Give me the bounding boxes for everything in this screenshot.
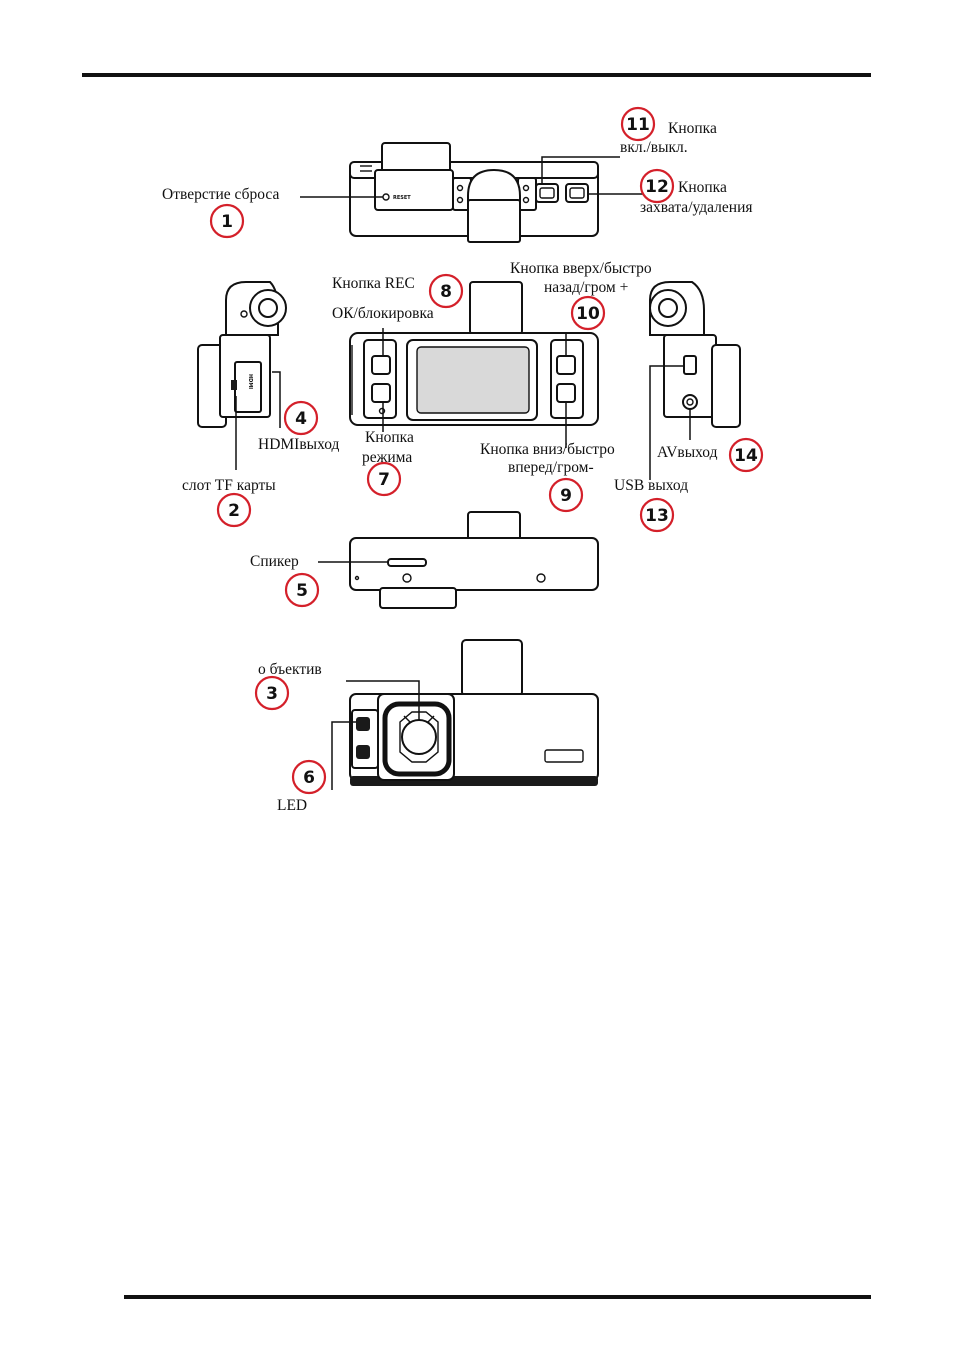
label-down-button-1: Кнопка вниз/быстро (480, 441, 615, 458)
svg-text:8: 8 (440, 282, 452, 302)
label-tf-slot: слот TF карты (182, 477, 276, 494)
svg-text:10: 10 (576, 304, 600, 324)
mode-button[interactable] (372, 384, 390, 402)
svg-text:5: 5 (296, 581, 308, 601)
marker-2: 2 (218, 494, 250, 526)
marker-9: 9 (550, 479, 582, 511)
svg-text:1: 1 (221, 212, 233, 232)
svg-text:11: 11 (626, 115, 650, 135)
marker-11: 11 (622, 108, 654, 140)
down-button[interactable] (557, 384, 575, 402)
label-down-button-2: вперед/гром- (508, 459, 594, 476)
svg-text:3: 3 (266, 684, 278, 704)
svg-text:13: 13 (645, 506, 669, 526)
led-lower-icon (356, 745, 370, 759)
marker-3: 3 (256, 677, 288, 709)
label-power-button-2: вкл./выкл. (620, 139, 688, 156)
marker-12: 12 (641, 170, 673, 202)
marker-14: 14 (730, 439, 762, 471)
label-mode-button-1: Кнопка (365, 429, 414, 446)
hdmi-mark: HDMI (247, 374, 253, 389)
rear-view (350, 640, 598, 786)
svg-text:2: 2 (228, 501, 240, 521)
svg-text:7: 7 (378, 470, 390, 490)
label-capture-button-1: Кнопка (678, 179, 727, 196)
top-view: RESET (350, 143, 598, 242)
lens-icon (402, 720, 436, 754)
svg-text:4: 4 (295, 409, 307, 429)
usb-port[interactable] (684, 356, 696, 374)
label-usb-out: USB выход (614, 477, 688, 494)
label-lens: о бъектив (258, 661, 322, 678)
label-av-out: AVвыход (657, 444, 718, 461)
bottom-view (350, 512, 598, 608)
label-up-button-1: Кнопка вверх/быстро (510, 260, 652, 277)
label-speaker: Спикер (250, 553, 299, 570)
lcd-screen (417, 347, 529, 413)
led-upper-icon (356, 717, 370, 731)
ok-lock-button[interactable] (372, 356, 390, 374)
svg-text:6: 6 (303, 768, 315, 788)
marker-4: 4 (285, 402, 317, 434)
label-reset-hole: Отверстие сброса (162, 186, 279, 203)
front-view (350, 282, 598, 425)
marker-6: 6 (293, 761, 325, 793)
marker-5: 5 (286, 574, 318, 606)
svg-text:12: 12 (645, 177, 669, 197)
up-button[interactable] (557, 356, 575, 374)
label-power-button-1: Кнопка (668, 120, 717, 137)
label-led: LED (277, 797, 307, 814)
left-side-view: HDMI (198, 282, 286, 427)
svg-text:9: 9 (560, 486, 572, 506)
label-hdmi-out: HDMIвыход (258, 436, 340, 453)
marker-13: 13 (641, 499, 673, 531)
av-port[interactable] (683, 395, 697, 409)
marker-10: 10 (572, 297, 604, 329)
speaker-grille (388, 559, 426, 566)
marker-8: 8 (430, 275, 462, 307)
right-side-view (650, 282, 740, 427)
label-ok-lock: ОК/блокировка (332, 305, 434, 322)
reset-mark: RESET (393, 195, 411, 201)
marker-1: 1 (211, 205, 243, 237)
label-rec-button: Кнопка REC (332, 275, 415, 292)
marker-7: 7 (368, 463, 400, 495)
label-up-button-2: назад/гром + (544, 279, 628, 296)
svg-text:14: 14 (734, 446, 758, 466)
